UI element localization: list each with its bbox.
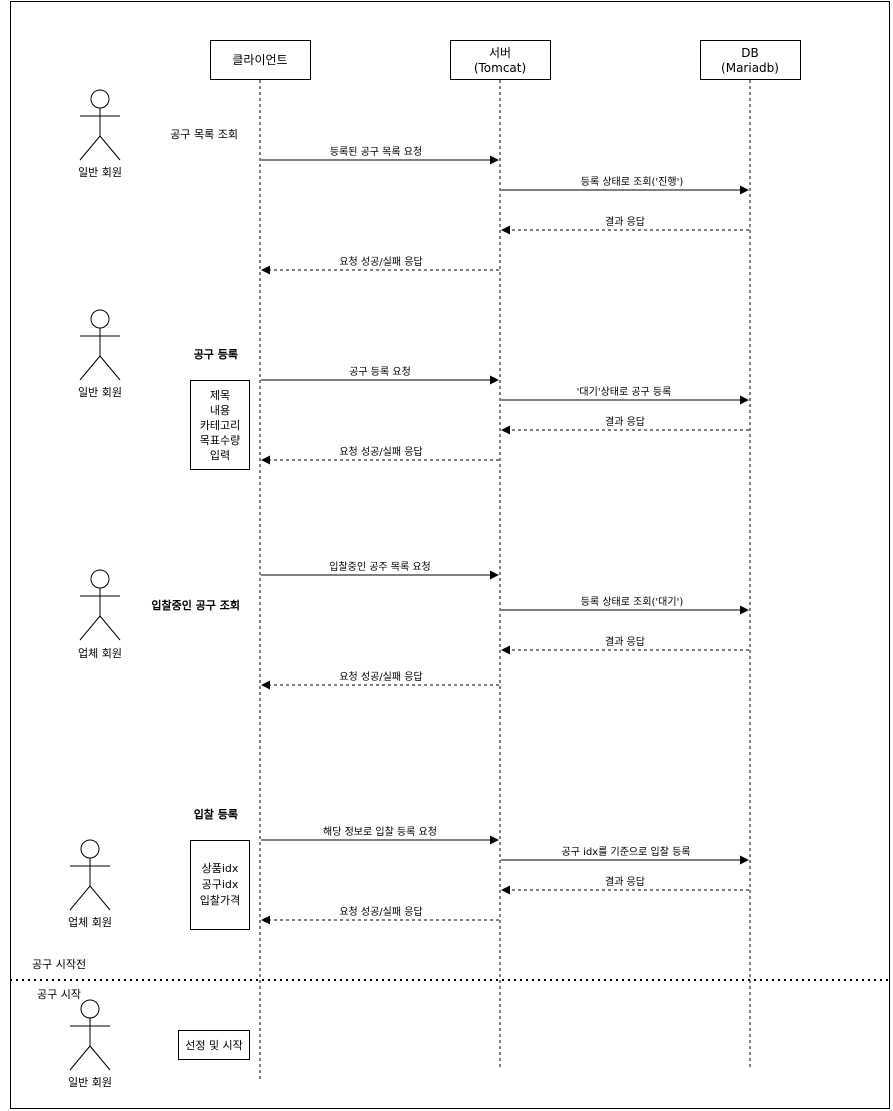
section-label: 공구 등록 (194, 348, 238, 361)
svg-text:제목: 제목 (210, 389, 230, 402)
actor-figure (79, 309, 121, 381)
message-label: '대기'상태로 공구 등록 (577, 386, 672, 398)
message-label: 요청 성공/실패 응답 (339, 446, 422, 458)
divider-label-after: 공구 시작 (37, 988, 81, 1001)
section-label: 입찰 등록 (194, 807, 238, 821)
actor-figure (79, 569, 121, 641)
note-box: 상품idx 공구idx 입찰가격 (190, 840, 250, 930)
participant-server-label: 서버 (489, 46, 511, 60)
message-label: 입찰중인 공주 목록 요청 (329, 560, 431, 573)
actor-label: 업체 회원 (68, 916, 112, 929)
svg-text:입력: 입력 (210, 449, 230, 462)
svg-text:공구idx: 공구idx (202, 878, 239, 891)
section-label: 공구 목록 조회 (170, 128, 238, 141)
message-label: 공구 등록 요청 (349, 366, 411, 378)
svg-text:카테고리: 카테고리 (200, 419, 240, 432)
participant-db-sublabel: (Mariadb) (721, 61, 779, 75)
diagram-frame (10, 1, 890, 1109)
svg-text:상품idx: 상품idx (202, 862, 239, 875)
message-label: 결과 응답 (605, 416, 645, 428)
participant-server-sublabel: (Tomcat) (474, 61, 526, 75)
message-label: 등록된 공구 목록 요청 (330, 146, 422, 158)
svg-text:목표수량: 목표수량 (200, 434, 240, 447)
actor-label: 업체 회원 (78, 647, 122, 660)
divider-label-before: 공구 시작전 (32, 958, 86, 971)
note-box: 제목 내용 카테고리 목표수량 입력 (190, 380, 250, 470)
actor-figure (69, 999, 111, 1071)
message-label: 등록 상태로 조회('대기') (581, 596, 684, 608)
note-box: 선정 및 시작 (178, 1030, 250, 1060)
message-label: 요청 성공/실패 응답 (339, 256, 422, 268)
message-label: 공구 idx를 기준으로 입찰 등록 (562, 845, 691, 858)
message-label: 결과 응답 (605, 636, 645, 648)
svg-text:선정 및 시작: 선정 및 시작 (185, 1039, 243, 1052)
participant-db: DB (Mariadb) (700, 40, 801, 80)
message-label: 해당 정보로 입찰 등록 요청 (323, 825, 437, 838)
message-label: 결과 응답 (605, 876, 645, 888)
actor-label: 일반 회원 (78, 385, 122, 399)
svg-text:내용: 내용 (210, 404, 230, 417)
svg-text:입찰가격: 입찰가격 (200, 894, 240, 907)
actor-label: 일반 회원 (68, 1075, 112, 1089)
actor-figure (79, 89, 121, 161)
message-label: 등록 상태로 조회('진행') (581, 176, 684, 188)
message-label: 요청 성공/실패 응답 (339, 906, 422, 918)
participant-server: 서버 (Tomcat) (450, 40, 551, 80)
actor-label: 일반 회원 (78, 165, 122, 179)
message-label: 요청 성공/실패 응답 (339, 671, 422, 683)
participant-db-label: DB (741, 46, 758, 60)
message-label: 결과 응답 (605, 216, 645, 228)
actor-figure (69, 839, 111, 911)
section-label: 입찰중인 공구 조회 (151, 598, 240, 612)
participant-client: 클라이언트 (210, 40, 311, 80)
participant-client-label: 클라이언트 (232, 53, 287, 67)
